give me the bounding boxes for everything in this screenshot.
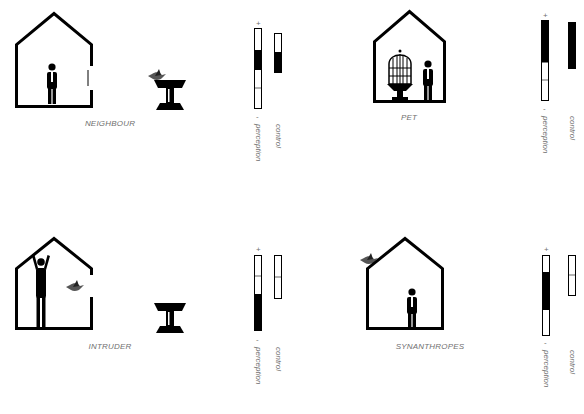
axis-label: perception — [541, 116, 549, 153]
human-figure — [407, 288, 417, 329]
minus-marker: - — [256, 336, 259, 344]
plus-marker: + — [544, 246, 549, 254]
human-figure — [423, 60, 433, 101]
door-leaf — [88, 70, 89, 86]
birdbath-symbol — [154, 303, 186, 333]
house-label: NEIGHBOUR — [85, 119, 135, 128]
human-figure-arms-up — [32, 255, 50, 330]
birdcage-symbol — [387, 50, 413, 102]
house-outline — [15, 12, 93, 108]
house-node: INTRUDER — [15, 237, 93, 330]
perception-bar — [254, 256, 262, 331]
minus-marker: - — [544, 339, 547, 347]
control-bar — [274, 256, 282, 299]
control-bar — [568, 256, 576, 296]
perception-bar — [543, 256, 550, 336]
house-node: SYNANTHROPES — [366, 237, 444, 330]
door-gap — [86, 66, 92, 88]
house-outline — [366, 237, 444, 330]
birdbath-symbol — [154, 80, 186, 110]
axis-label: perception — [254, 124, 262, 161]
house-node: PET — [373, 10, 446, 103]
axis-label: control — [274, 347, 282, 371]
perception-bar — [541, 21, 549, 101]
house-node: NEIGHBOUR — [15, 12, 93, 108]
axis-label: control — [568, 350, 576, 374]
house-label: PET — [401, 113, 417, 122]
house-outline — [373, 10, 446, 103]
bird-symbol — [148, 69, 166, 80]
plus-marker: + — [256, 246, 261, 254]
house-label: INTRUDER — [89, 342, 132, 351]
minus-marker: - — [256, 113, 259, 121]
axis-label: control — [274, 124, 282, 148]
control-bar — [569, 23, 576, 69]
house-outline — [15, 237, 93, 330]
bird-symbol — [66, 280, 84, 291]
axis-label: control — [568, 116, 576, 140]
minus-marker: - — [543, 105, 546, 113]
plus-marker: + — [256, 20, 261, 28]
axis-label: perception — [542, 350, 550, 387]
perception-bar — [254, 29, 262, 109]
human-figure — [47, 63, 57, 104]
control-bar — [275, 34, 282, 73]
house-label: SYNANTHROPES — [396, 342, 465, 351]
axis-label: perception — [254, 347, 262, 384]
plus-marker: + — [543, 12, 548, 20]
